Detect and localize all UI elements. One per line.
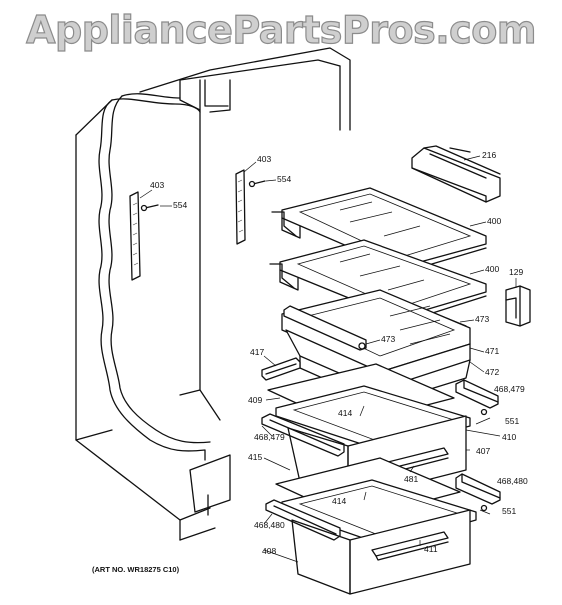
callout-400-upper: 400: [487, 216, 501, 226]
slide-rail-473-left: [283, 305, 367, 351]
callout-554-left: 554: [173, 200, 187, 210]
shelf-ladder-right: [235, 169, 266, 245]
leader-lines: [139, 155, 517, 563]
callout-408: 408: [262, 546, 276, 556]
bracket-129: [505, 285, 531, 327]
slide-rail-417: [261, 357, 301, 381]
glass-shelf-lower: [269, 239, 487, 325]
door-gasket: [98, 93, 211, 461]
callout-411: 411: [424, 544, 438, 554]
callout-216: 216: [482, 150, 496, 160]
callout-551-upper: 551: [505, 416, 519, 426]
callout-400-lower: 400: [485, 264, 499, 274]
callout-415: 415: [248, 452, 262, 462]
callout-403-left: 403: [150, 180, 164, 190]
callout-409: 409: [248, 395, 262, 405]
callout-403-right: 403: [257, 154, 271, 164]
drawer-408: [291, 509, 471, 595]
callout-468-479-left: 468,479: [254, 432, 285, 442]
callout-407: 407: [476, 446, 490, 456]
slide-rail-468-479-left: [261, 413, 345, 457]
callout-473-right: 473: [475, 314, 489, 324]
callout-129: 129: [509, 267, 523, 277]
callout-417: 417: [250, 347, 264, 357]
callout-481: 481: [404, 474, 418, 484]
art-number: (ART NO. WR18275 C10): [92, 565, 180, 574]
callout-414-lower: 414: [332, 496, 346, 506]
slide-rail-468-480-right: [455, 473, 501, 512]
site-watermark: AppliancePartsPros.com: [25, 7, 537, 52]
cabinet-liner: [75, 47, 351, 541]
slide-rail-468-479-right: [455, 379, 499, 416]
door-bin-216: [411, 145, 501, 203]
callout-471: 471: [485, 346, 499, 356]
callout-410: 410: [502, 432, 516, 442]
callout-414-upper: 414: [338, 408, 352, 418]
callout-468-480-left: 468,480: [254, 520, 285, 530]
callout-labels: 403 554 403 554 216 400 400 129 473 473 …: [150, 150, 528, 556]
shelf-ladder-left: [129, 191, 159, 281]
callout-473-left: 473: [381, 334, 395, 344]
callout-468-480-right: 468,480: [497, 476, 528, 486]
callout-468-479-right: 468,479: [494, 384, 525, 394]
callout-554-right: 554: [277, 174, 291, 184]
callout-472: 472: [485, 367, 499, 377]
callout-551-lower: 551: [502, 506, 516, 516]
